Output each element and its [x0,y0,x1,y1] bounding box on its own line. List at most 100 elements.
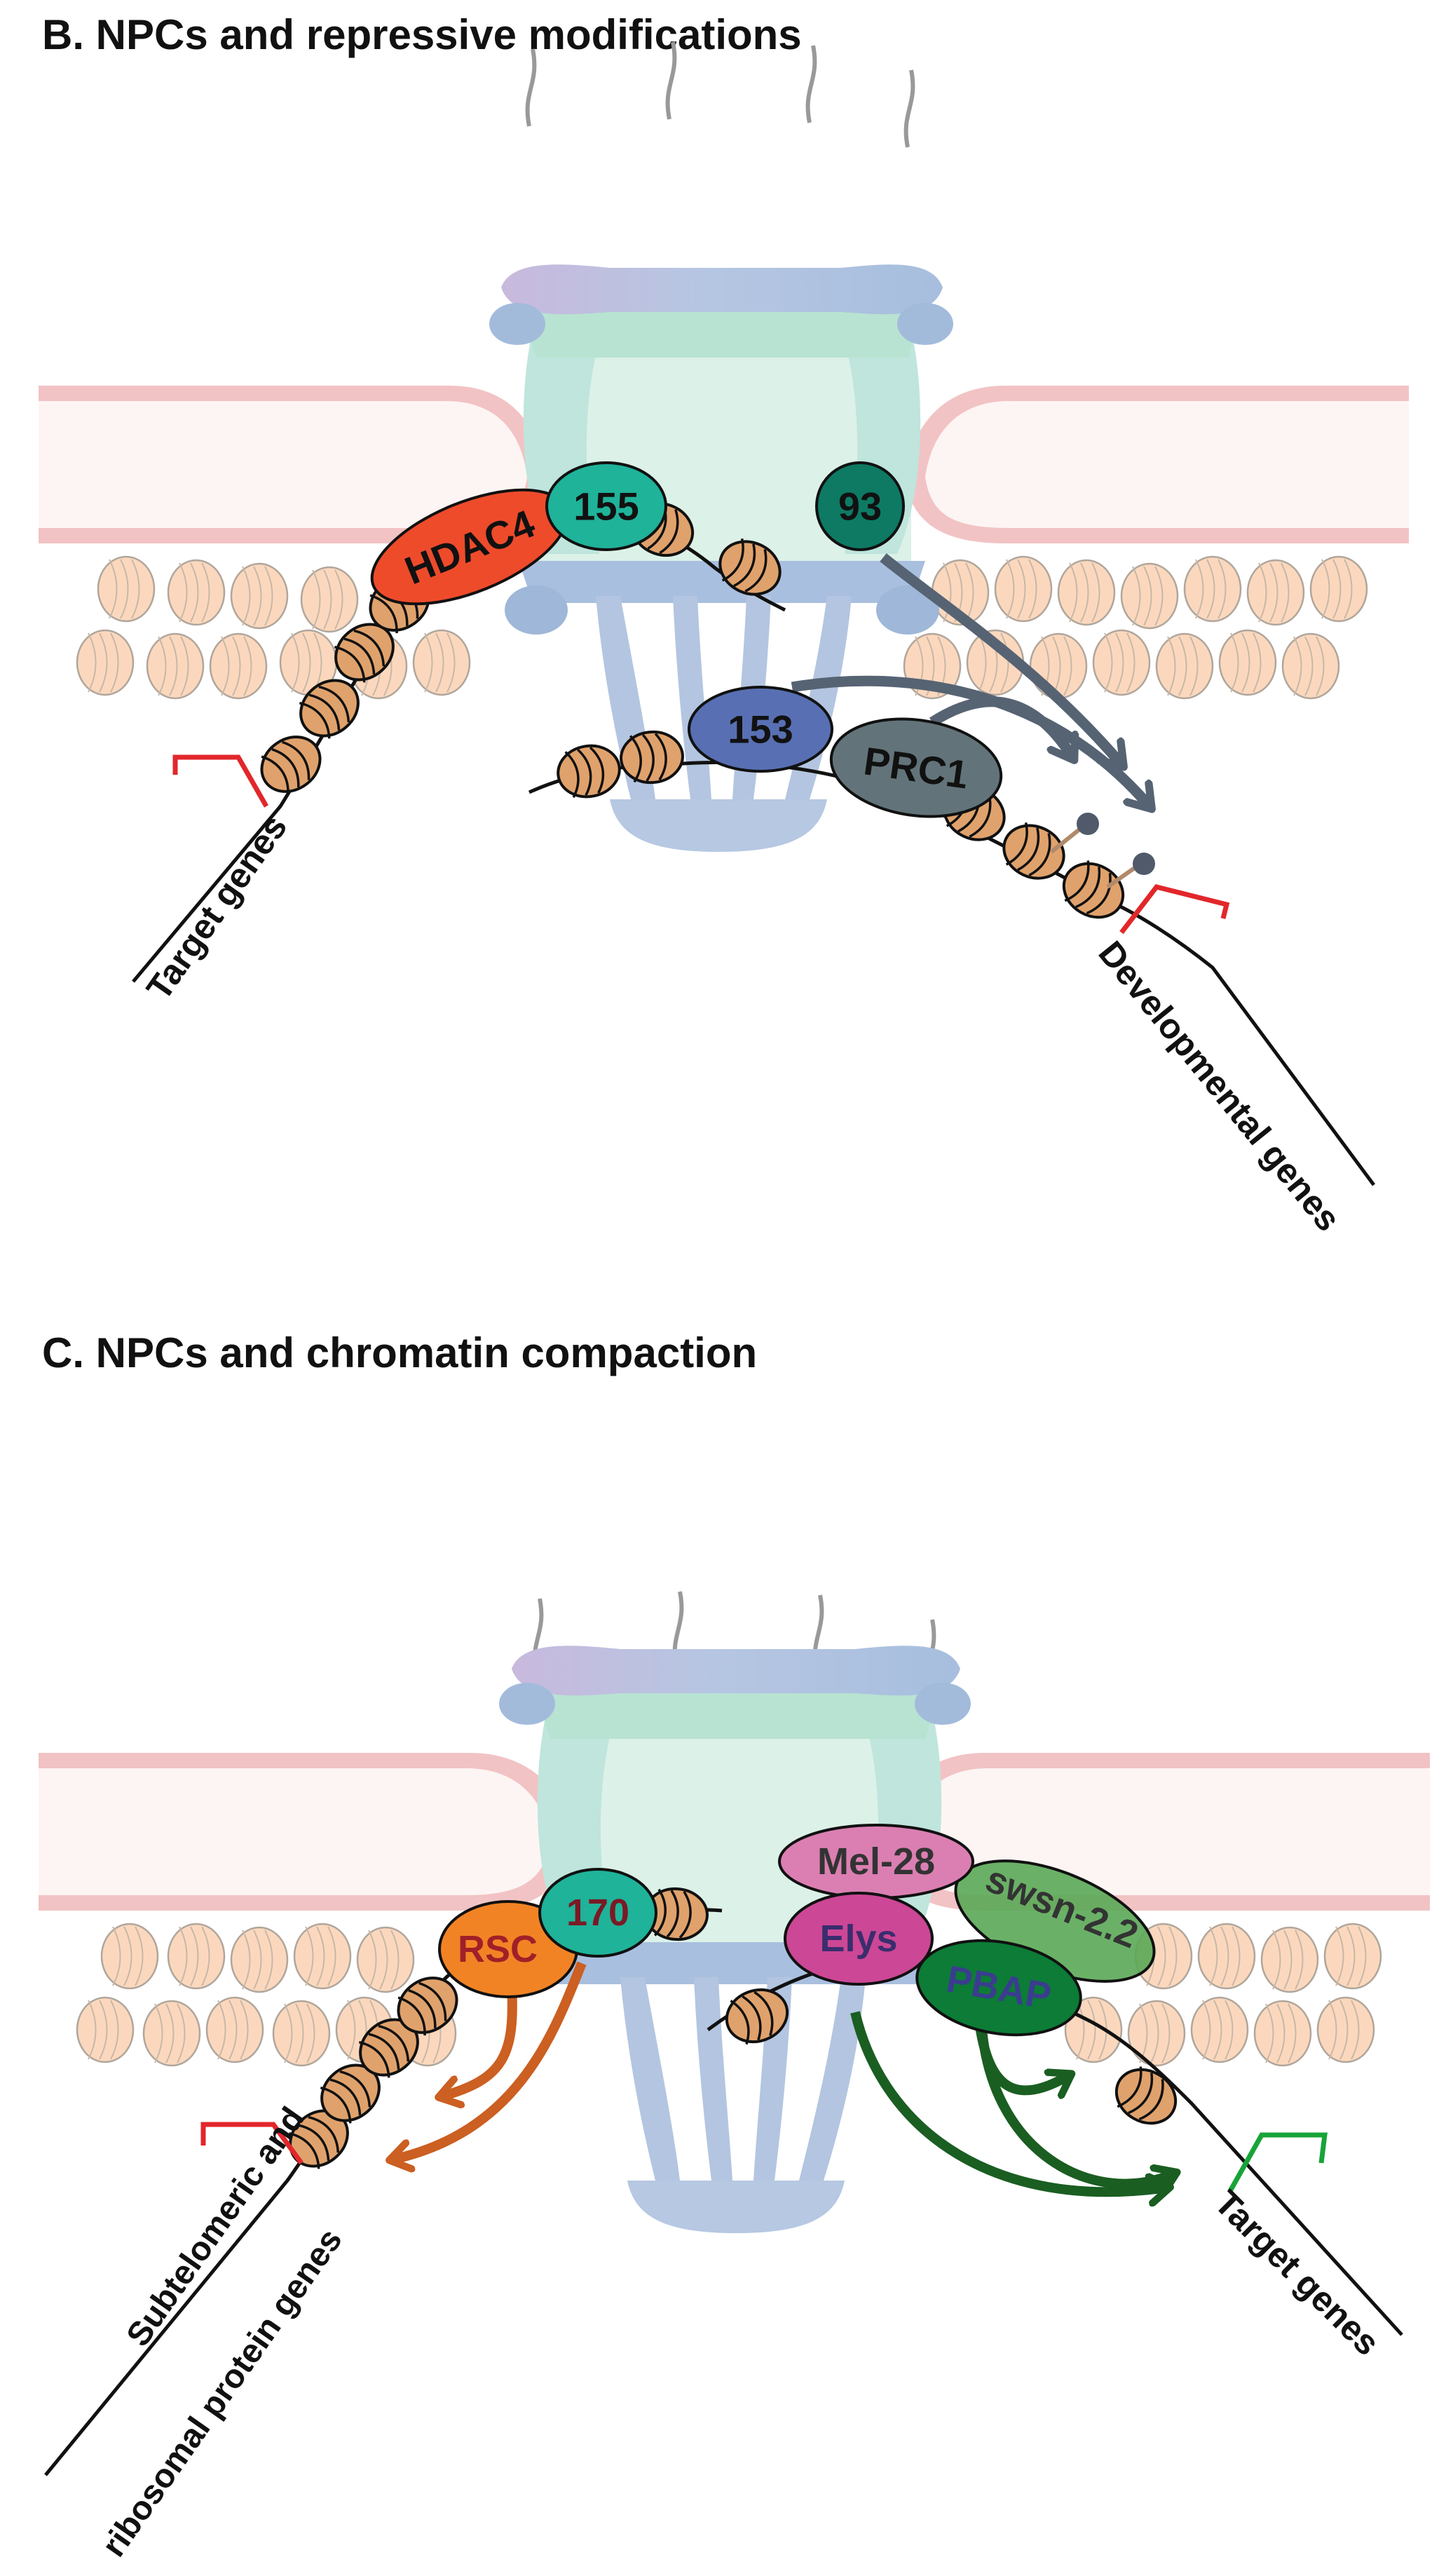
heterochromatin-unit [230,1926,289,1993]
nucleosome [260,735,322,795]
fg-filament-b1 [525,48,537,127]
heterochromatin-unit [1120,562,1179,630]
basket-strut-c1 [620,1977,680,2181]
npc-ring-lobe-c1 [499,1683,555,1725]
mel28-label: Mel-28 [817,1841,935,1883]
heterochromatin-unit [1316,1996,1375,2063]
fg-filament-b4 [903,69,915,148]
repressive-mark-1 [1077,813,1099,835]
heterochromatin-unit [167,559,226,626]
npc-ring-lobe-b1 [489,303,545,345]
proteins-b: HDAC4 155 93 153 PRC1 [370,461,1003,818]
heterochromatin-unit [146,632,205,700]
panel-b-title: B. NPCs and repressive modifications [42,11,802,58]
fg-filament-b2 [665,41,677,120]
arrow-elys-long [850,2011,1167,2192]
heterochromatin-unit [966,629,1025,696]
nucleosome [725,1988,789,2045]
annotations-b [172,553,1230,935]
nup153-protein [688,686,833,773]
heterochromatin-unit [209,632,268,700]
heterochromatin-unit [272,2000,331,2067]
nuclear-envelope-b [39,386,1409,543]
prc1-protein [829,717,1003,818]
chromatin-fibre-left-c [44,1906,723,2476]
fg-filament-b3 [805,45,817,123]
repressed-promoter-mark-left-b [172,754,269,808]
heterochromatin-unit [1092,629,1151,696]
heterochromatin-unit [356,1926,415,1993]
elys-protein [784,1892,934,1986]
heterochromatin-unit [97,555,156,623]
heterochromatin-unit [1197,1923,1256,1990]
npc-nuclear-lobe-b1 [505,585,568,635]
nup93-label: 93 [838,484,882,529]
panel-c: C. NPCs and chromatin compaction [39,1329,1430,2563]
subtelomeric-genes-label-line2: ribosomal protein genes [95,2222,350,2563]
panel-b: B. NPCs and repressive modifications [39,11,1409,1238]
heterochromatin-unit [1155,632,1214,700]
nuclear-envelope-c [39,1753,1430,1911]
npc-nuclear-lobe-b2 [876,585,939,635]
heterochromatin-unit [167,1923,226,1990]
nup153-label: 153 [728,707,793,752]
heterochromatin-unit [300,566,359,633]
arrow-nup170-long [393,1961,587,2160]
nucleosome [557,744,621,799]
envelope-left-lumen-b [39,401,527,528]
envelope-left-lumen-c [39,1768,550,1895]
arrow-nup93-to-mark [880,553,1121,764]
nup155-label: 155 [573,484,639,529]
heterochromatin-unit [1246,559,1305,626]
heterochromatin-unit [205,1996,264,2063]
nucleosome [1002,822,1065,880]
nucleosome [644,1887,709,1941]
repressed-promoter-mark-c [200,2122,303,2165]
basket-ring-b [610,799,827,852]
heterochromatin-unit [1057,559,1116,626]
active-promoter-mark-c [1227,2132,1328,2192]
target-genes-label-b: Target genes [139,808,294,1007]
heterochromatin-unit [1281,632,1340,700]
annotations-c [200,1961,1328,2192]
heterochromatin-unit [1253,2000,1312,2067]
heterochromatin-unit [76,1996,135,2063]
npc-cytoplasmic-ring-c [512,1646,960,1696]
repressive-mark-2 [1133,853,1155,875]
target-genes-label-c: Target genes [1207,2183,1387,2363]
heterochromatin-c [76,1923,1382,2067]
rsc-label: RSC [458,1928,538,1970]
basket-strut-c4 [799,1977,866,2181]
npc-ring-lobe-b2 [897,303,953,345]
nucleosome [397,1977,458,2036]
heterochromatin-unit [1029,632,1088,700]
basket-ring-c [627,2181,845,2233]
npc-nuclear-ring-b [519,561,925,603]
heterochromatin-b [76,555,1368,700]
heterochromatin-unit [1190,1996,1249,2063]
basket-strut-c2 [694,1977,732,2181]
arrow-rsc-short [442,1984,517,2096]
nucleosome [299,679,360,739]
chromatin-c [44,1887,1403,2476]
heterochromatin-unit [412,629,471,696]
nup155-protein [545,461,667,551]
npc-inner-ring-c [533,1683,943,1739]
arrow-nup153-to-mark [791,675,1150,806]
arrow-pbap-long [976,2019,1174,2184]
nucleosome [718,538,782,596]
npc-inner-ring-b [519,301,925,358]
panel-c-title: C. NPCs and chromatin compaction [42,1329,757,1376]
nucleosome [1114,2066,1178,2125]
heterochromatin-unit [1127,2000,1186,2067]
heterochromatin-unit [1064,1996,1123,2063]
npc-ring-lobe-c2 [915,1683,971,1725]
nup170-label: 170 [566,1892,629,1934]
proteins-c: swsn-2.2 RSC 170 Mel-28 PBAP Elys [438,1824,1156,2037]
nucleosome [1062,860,1125,919]
heterochromatin-unit [994,555,1053,623]
heterochromatin-unit [1309,555,1368,623]
nucleosome [320,2063,381,2124]
heterochromatin-unit [1260,1926,1319,1993]
